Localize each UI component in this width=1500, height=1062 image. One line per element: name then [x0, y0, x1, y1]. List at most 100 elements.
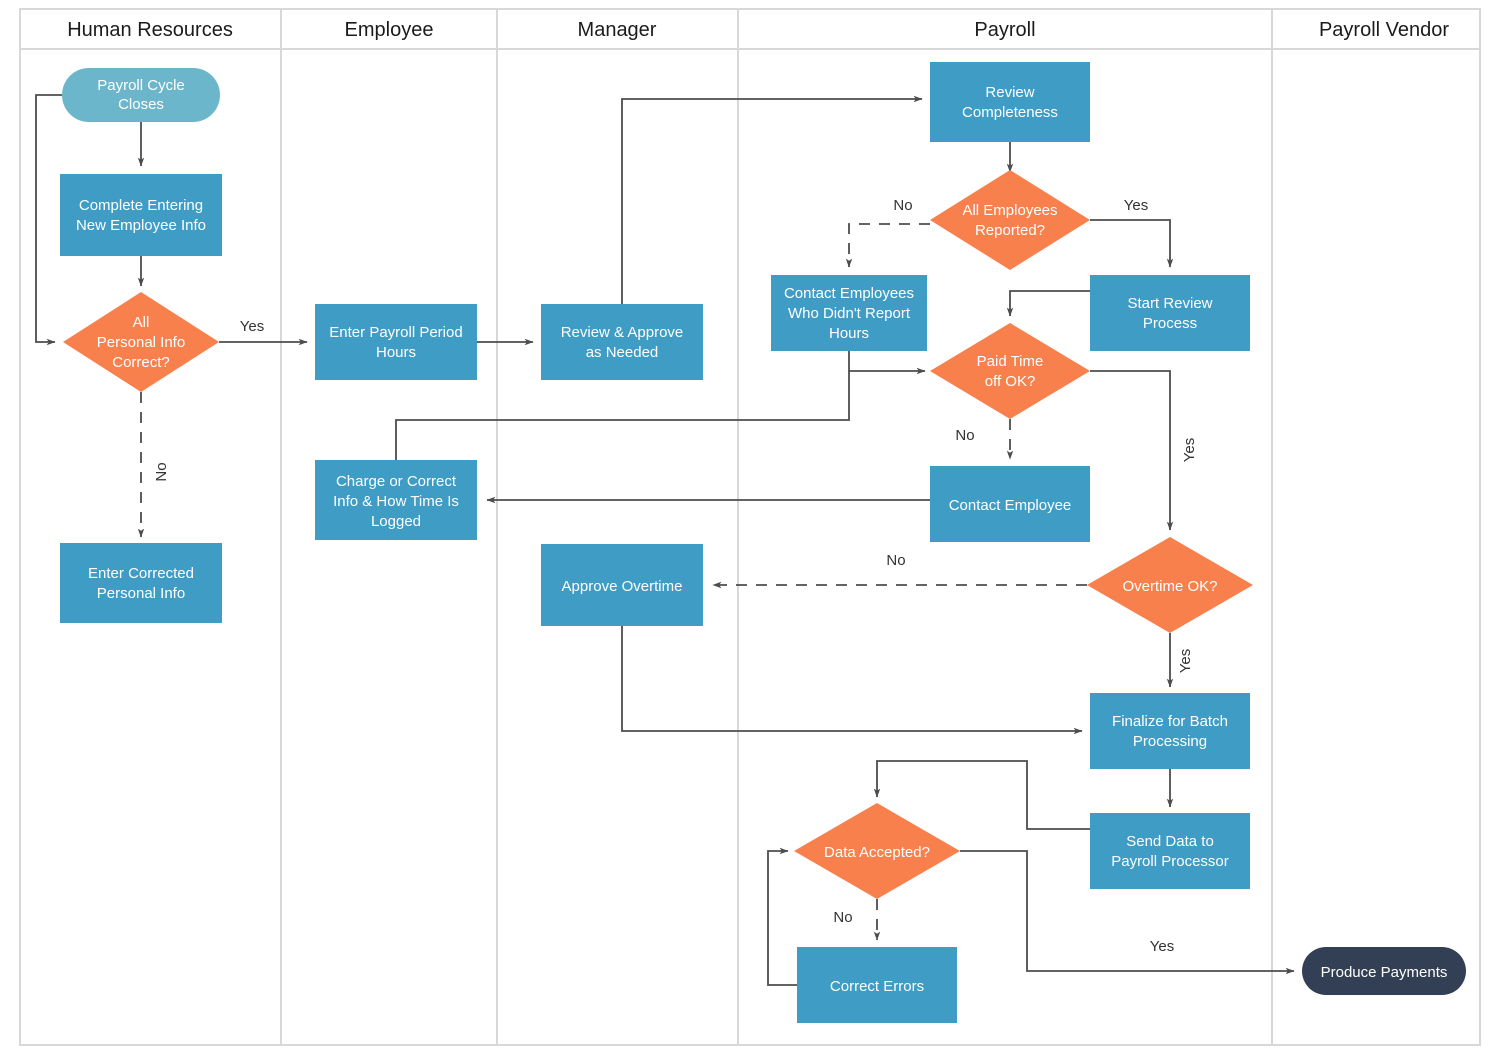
edge-label-yes-personal-info: Yes	[240, 318, 264, 335]
node-payroll-cycle-closes[interactable]: Payroll Cycle Closes	[62, 68, 220, 122]
edge-label-no-overtime: No	[886, 552, 905, 569]
edge-labels: Yes No No Yes No Yes No Yes No Yes	[153, 197, 1198, 955]
node-send-data-to-payroll-processor[interactable]: Send Data to Payroll Processor	[1090, 813, 1250, 889]
decision-shape	[794, 803, 960, 899]
node-label-line: New Employee Info	[76, 217, 206, 234]
connectors	[35, 94, 1295, 986]
lane-title-manager: Manager	[578, 19, 657, 41]
decision-shape	[930, 170, 1090, 270]
process-shape	[60, 174, 222, 256]
node-review-and-approve-as-needed[interactable]: Review & Approve as Needed	[541, 304, 703, 380]
node-approve-overtime[interactable]: Approve Overtime	[541, 544, 703, 626]
node-label-line: Correct Errors	[830, 978, 924, 995]
node-label-line: Charge or Correct	[336, 473, 457, 490]
edge-label-no-paid-time: No	[955, 427, 974, 444]
node-label-line: Data Accepted?	[824, 844, 930, 861]
node-label-line: Send Data to	[1126, 833, 1214, 850]
connector-approve-overtime-to-finalize	[621, 626, 1083, 735]
node-enter-payroll-period-hours[interactable]: Enter Payroll Period Hours	[315, 304, 477, 380]
node-label-line: Hours	[376, 344, 416, 361]
node-start-review-process[interactable]: Start Review Process	[1090, 275, 1250, 351]
connector-start-review-to-paid-time	[1006, 290, 1090, 317]
connector-cycle-loop-to-decision	[35, 94, 62, 346]
process-shape	[797, 947, 957, 1023]
node-label-line: Hours	[829, 325, 869, 342]
node-label-line: Personal Info	[97, 585, 185, 602]
node-label-line: Payroll Cycle	[97, 77, 185, 94]
process-shape	[315, 304, 477, 380]
node-label-line: Info & How Time Is	[333, 493, 459, 510]
node-label-line: Logged	[371, 513, 421, 530]
node-produce-payments[interactable]: Produce Payments	[1302, 947, 1466, 995]
process-shape	[60, 543, 222, 623]
terminator-shape	[1302, 947, 1466, 995]
decision-shape	[63, 292, 219, 392]
process-shape	[771, 275, 927, 351]
node-label-line: Contact Employee	[949, 497, 1072, 514]
connector-charge-correct-to-paid-time	[395, 371, 850, 460]
node-finalize-for-batch-processing[interactable]: Finalize for Batch Processing	[1090, 693, 1250, 769]
process-shape	[315, 460, 477, 540]
process-shape	[541, 304, 703, 380]
node-label-line: as Needed	[586, 344, 659, 361]
node-data-accepted[interactable]: Data Accepted?	[794, 803, 960, 899]
node-label-line: Enter Payroll Period	[329, 324, 462, 341]
node-label-line: Who Didn't Report	[788, 305, 911, 322]
connector-contact-employees-to-paid-time	[848, 351, 926, 375]
node-label-line: All	[133, 314, 150, 331]
edge-label-no-data-accepted: No	[833, 909, 852, 926]
node-label-line: Payroll Processor	[1111, 853, 1229, 870]
node-label-line: Correct?	[112, 354, 170, 371]
connector-correct-errors-to-data-accepted	[767, 847, 797, 986]
edge-label-no-all-reported: No	[893, 197, 912, 214]
node-overtime-ok[interactable]: Overtime OK?	[1087, 537, 1253, 633]
node-label-line: Processing	[1133, 733, 1207, 750]
connector-yes-to-overtime-ok	[1090, 370, 1174, 531]
node-correct-errors[interactable]: Correct Errors	[797, 947, 957, 1023]
lane-title-employee: Employee	[345, 19, 434, 41]
node-label-line: Paid Time	[977, 353, 1044, 370]
process-shape	[1090, 813, 1250, 889]
connector-yes-to-start-review	[1090, 219, 1174, 268]
edge-label-no-personal-info: No	[153, 462, 170, 481]
connector-review-approve-to-review-completeness	[621, 95, 923, 304]
decision-shape	[930, 323, 1090, 419]
node-enter-corrected-personal-info[interactable]: Enter Corrected Personal Info	[60, 543, 222, 623]
node-label-line: Finalize for Batch	[1112, 713, 1228, 730]
node-contact-employees-who-didnt-report-hours[interactable]: Contact Employees Who Didn't Report Hour…	[771, 275, 927, 351]
edge-label-yes-all-reported: Yes	[1124, 197, 1148, 214]
process-shape	[930, 466, 1090, 542]
edge-label-yes-overtime: Yes	[1177, 649, 1194, 673]
process-shape	[1090, 275, 1250, 351]
node-all-personal-info-correct[interactable]: All Personal Info Correct?	[63, 292, 219, 392]
node-label-line: Completeness	[962, 104, 1058, 121]
node-review-completeness[interactable]: Review Completeness	[930, 62, 1090, 142]
node-label-line: Review	[985, 84, 1034, 101]
lane-title-payroll: Payroll	[974, 19, 1035, 41]
node-label-line: Closes	[118, 96, 164, 113]
connector-no-to-contact-employees	[845, 223, 930, 268]
lane-title-human-resources: Human Resources	[67, 19, 233, 41]
node-label-line: Contact Employees	[784, 285, 914, 302]
decision-shape	[1087, 537, 1253, 633]
node-label-line: Produce Payments	[1321, 964, 1448, 981]
node-label-line: Overtime OK?	[1122, 578, 1217, 595]
node-label-line: Review & Approve	[561, 324, 684, 341]
node-charge-or-correct-info[interactable]: Charge or Correct Info & How Time Is Log…	[315, 460, 477, 540]
node-label-line: Start Review	[1127, 295, 1212, 312]
node-complete-entering-new-employee-info[interactable]: Complete Entering New Employee Info	[60, 174, 222, 256]
node-label-line: Enter Corrected	[88, 565, 194, 582]
terminator-shape	[62, 68, 220, 122]
node-paid-time-off-ok[interactable]: Paid Time off OK?	[930, 323, 1090, 419]
process-shape	[1090, 693, 1250, 769]
lane-title-payroll-vendor: Payroll Vendor	[1319, 19, 1449, 41]
node-label-line: All Employees	[962, 202, 1057, 219]
lane-titles: Human Resources Employee Manager Payroll…	[67, 19, 1449, 41]
node-contact-employee[interactable]: Contact Employee	[930, 466, 1090, 542]
connector-send-data-to-data-accepted	[873, 760, 1090, 830]
process-shape	[930, 62, 1090, 142]
node-label-line: Complete Entering	[79, 197, 203, 214]
node-label-line: Process	[1143, 315, 1197, 332]
node-all-employees-reported[interactable]: All Employees Reported?	[930, 170, 1090, 270]
